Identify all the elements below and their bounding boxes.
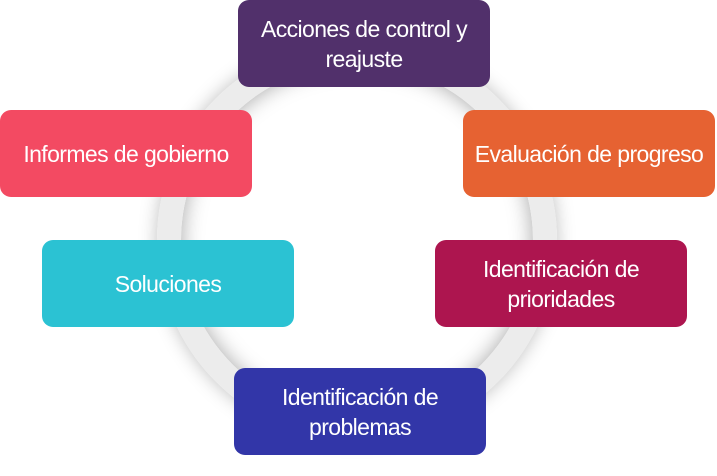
step-acciones-de-control: Acciones de control y reajuste xyxy=(238,0,490,87)
step-label: Informes de gobierno xyxy=(23,140,229,167)
step-label: Identificación de prioridades xyxy=(482,255,640,312)
step-label: Acciones de control y reajuste xyxy=(260,15,468,72)
step-soluciones: Soluciones xyxy=(42,240,294,327)
step-label: Identificación de problemas xyxy=(281,383,439,440)
step-label: Soluciones xyxy=(114,270,222,297)
step-identificacion-de-prioridades: Identificación de prioridades xyxy=(435,240,687,327)
step-informes-de-gobierno: Informes de gobierno xyxy=(0,110,252,197)
step-evaluacion-de-progreso: Evaluación de progreso xyxy=(463,110,715,197)
step-label: Evaluación de progreso xyxy=(474,140,704,167)
step-identificacion-de-problemas: Identificación de problemas xyxy=(234,368,486,455)
